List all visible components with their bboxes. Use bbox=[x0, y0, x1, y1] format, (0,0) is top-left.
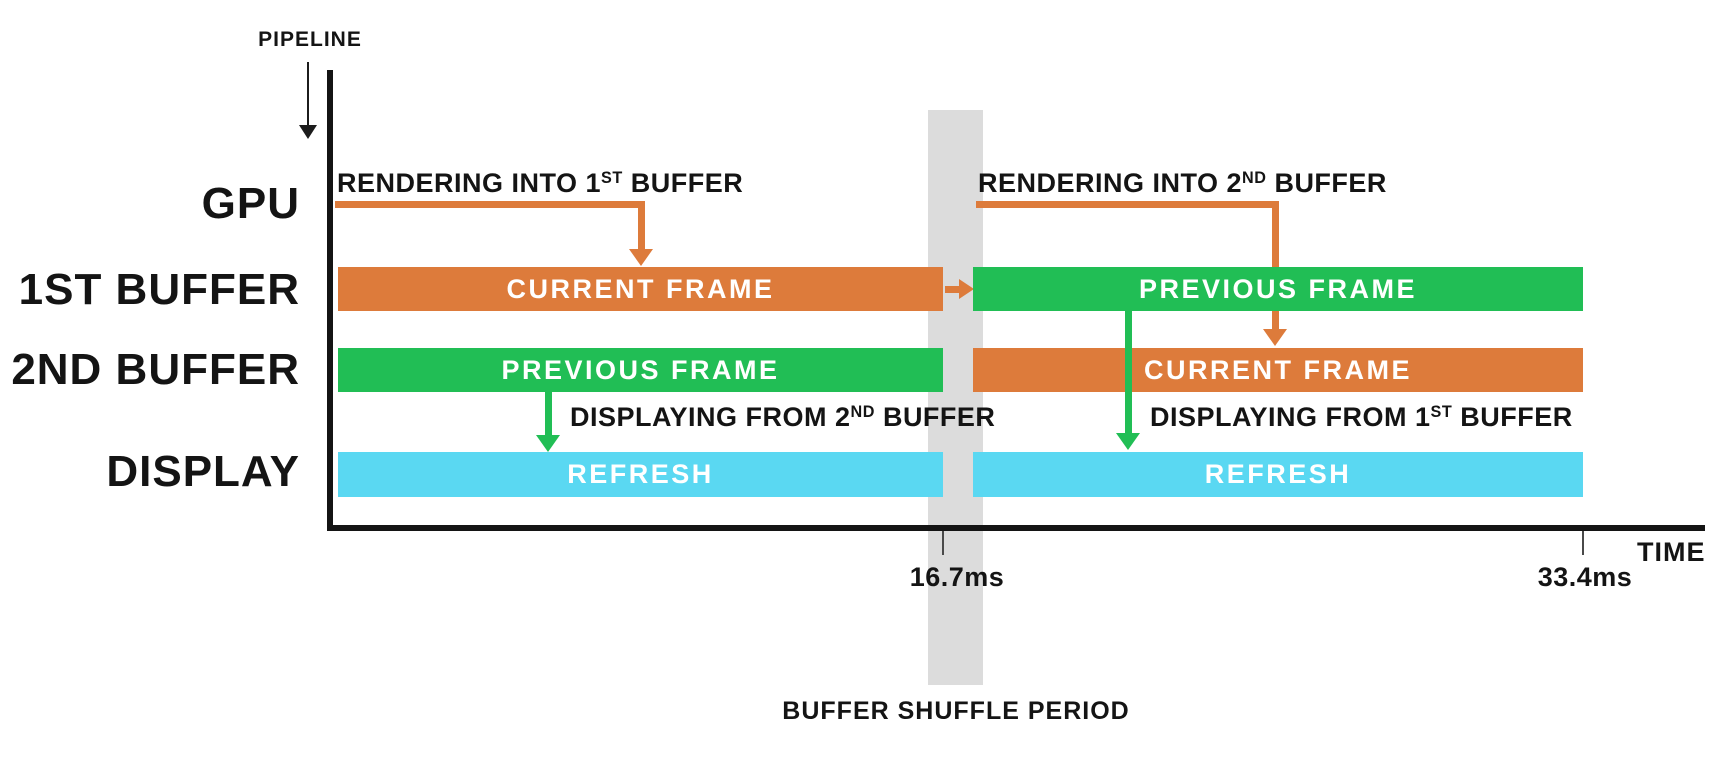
time-axis-label: TIME bbox=[1637, 537, 1706, 567]
bar-label: REFRESH bbox=[567, 459, 714, 489]
annotation-text: RENDERING INTO 1 bbox=[337, 168, 602, 198]
display-arrow-from-2nd-buffer bbox=[545, 392, 552, 437]
buffer-handoff-arrowhead-icon bbox=[959, 279, 974, 299]
annotation-superscript: ND bbox=[850, 403, 875, 422]
render-connector-1st-horizontal bbox=[335, 201, 645, 208]
bar-label: CURRENT FRAME bbox=[506, 273, 775, 304]
annotation-rendering-into-1st-buffer: RENDERING INTO 1ST BUFFER bbox=[337, 168, 743, 199]
annotation-superscript: ND bbox=[1242, 169, 1267, 188]
annotation-displaying-from-1st-buffer: DISPLAYING FROM 1ST BUFFER bbox=[1150, 402, 1573, 433]
render-connector-1st-vertical bbox=[638, 201, 645, 251]
pipeline-down-arrow bbox=[307, 62, 309, 126]
display-arrow-from-1st-buffer bbox=[1125, 311, 1132, 435]
annotation-rendering-into-2nd-buffer: RENDERING INTO 2ND BUFFER bbox=[978, 168, 1387, 199]
tick-label-33-4ms: 33.4ms bbox=[1537, 562, 1633, 592]
buffer-handoff-arrow bbox=[945, 286, 961, 293]
pipeline-axis-line bbox=[327, 70, 333, 528]
tick-16-7ms bbox=[942, 531, 944, 555]
bar-label: PREVIOUS FRAME bbox=[501, 354, 780, 385]
buffer-shuffle-period-label: BUFFER SHUFFLE PERIOD bbox=[782, 697, 1130, 725]
row-label-2nd-buffer: 2ND BUFFER bbox=[11, 345, 300, 394]
annotation-superscript: ST bbox=[601, 169, 623, 188]
row-label-display: DISPLAY bbox=[106, 447, 300, 496]
annotation-text: BUFFER bbox=[622, 168, 744, 198]
bar-label: CURRENT FRAME bbox=[1144, 354, 1412, 385]
bar-display-refresh-second: REFRESH bbox=[973, 452, 1583, 497]
render-connector-2nd-arrowhead-icon bbox=[1263, 329, 1287, 346]
tick-label-16-7ms: 16.7ms bbox=[909, 562, 1005, 592]
bar-2nd-buffer-previous-frame: PREVIOUS FRAME bbox=[338, 348, 943, 392]
time-axis-line bbox=[327, 525, 1705, 531]
pipeline-down-arrow-head-icon bbox=[299, 125, 317, 139]
annotation-text: RENDERING INTO 2 bbox=[978, 168, 1243, 198]
render-connector-2nd-vertical bbox=[1272, 201, 1279, 331]
bar-label: PREVIOUS FRAME bbox=[1138, 273, 1418, 304]
bar-display-refresh-first: REFRESH bbox=[338, 452, 943, 497]
display-arrow-from-2nd-buffer-arrowhead-icon bbox=[536, 435, 560, 452]
annotation-text: DISPLAYING FROM 1 bbox=[1150, 402, 1431, 432]
annotation-text: BUFFER bbox=[1452, 402, 1573, 432]
row-label-1st-buffer: 1ST BUFFER bbox=[18, 265, 300, 314]
display-arrow-from-1st-buffer-arrowhead-icon bbox=[1116, 433, 1140, 450]
annotation-text: BUFFER bbox=[1266, 168, 1387, 198]
buffer-shuffle-band bbox=[928, 110, 983, 685]
row-label-gpu: GPU bbox=[201, 179, 300, 228]
pipeline-axis-label: PIPELINE bbox=[258, 28, 362, 51]
annotation-text: DISPLAYING FROM 2 bbox=[570, 402, 851, 432]
tick-33-4ms bbox=[1582, 531, 1584, 555]
bar-1st-buffer-current-frame: CURRENT FRAME bbox=[338, 267, 943, 311]
bar-1st-buffer-previous-frame: PREVIOUS FRAME bbox=[973, 267, 1583, 311]
render-connector-2nd-horizontal bbox=[976, 201, 1279, 208]
annotation-displaying-from-2nd-buffer: DISPLAYING FROM 2ND BUFFER bbox=[570, 402, 995, 433]
annotation-superscript: ST bbox=[1430, 403, 1453, 422]
annotation-text: BUFFER bbox=[874, 402, 996, 432]
bar-2nd-buffer-current-frame: CURRENT FRAME bbox=[973, 348, 1583, 392]
bar-label: REFRESH bbox=[1204, 459, 1352, 489]
render-connector-1st-arrowhead-icon bbox=[629, 249, 653, 266]
